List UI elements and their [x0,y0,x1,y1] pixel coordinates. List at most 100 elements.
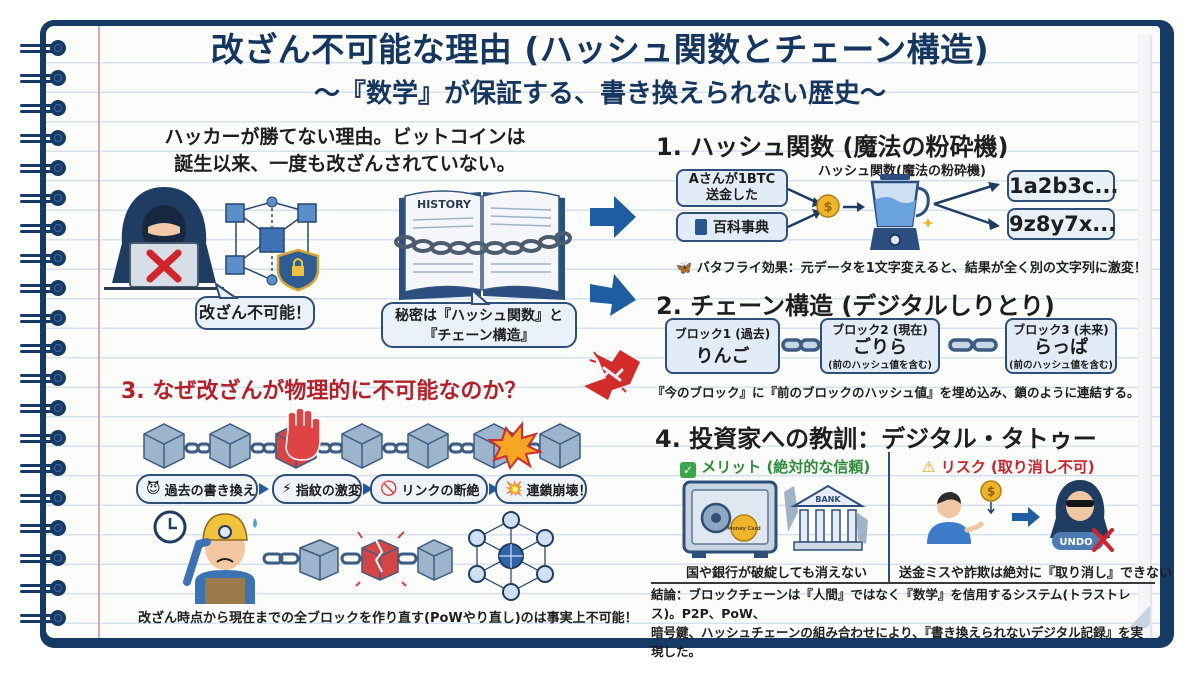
book-bubble-line1: 秘密は『ハッシュ関数』と [395,308,563,324]
block-cube [209,423,251,469]
block-note: (前のハッシュ値を含む) [828,360,932,371]
arrow-right-icon [1012,507,1040,527]
block-label: ブロック3 (未来) [1013,323,1109,337]
page-stack-edge [1138,34,1152,638]
risk-heading: ⚠ リスク (取り消し不可) [922,456,1095,477]
x-mark-icon [1092,528,1114,552]
x-mark-icon [146,249,182,283]
butterfly-effect-note: 🦋 バタフライ効果：元データを1文字変えると、結果が全く別の文字列に激変！ [676,257,1147,276]
conclusion-line1: 結論：ブロックチェーンは『人間』ではなく『数学』を信用するシステム(トラストレス… [651,587,1131,621]
spiral-ring [20,580,66,596]
hash-input-transaction: Aさんが1BTC 送金した [676,169,788,207]
book-icon [695,219,707,235]
chain-link-icon [250,442,278,454]
tamper-step-label: 過去の書き換え [164,483,256,499]
arrow-right-icon [489,483,499,495]
spiral-ring [20,70,66,86]
bank-icon: BANK [784,484,868,551]
explosion-icon: 💥 [505,481,523,497]
block-word: らっぱ [1034,337,1088,358]
spiral-ring [20,610,66,626]
conclusion-line2: 暗号鍵、ハッシュチェーンの組み合わせにより、『書き換えられないデジタル記録』を実… [651,625,1144,659]
spiral-ring [20,430,66,446]
miner-network-illustration [468,511,554,601]
arrow-right-icon [590,196,636,238]
book-speech-bubble: 秘密は『ハッシュ関数』と 『チェーン構造』 [381,302,577,348]
spiral-ring [20,370,66,386]
spiral-ring [20,280,66,296]
undo-button-graphic [1052,532,1104,550]
page-title: 改ざん不可能な理由 (ハッシュ関数とチェーン構造) [210,30,990,69]
merit-caption: 国や銀行が破綻しても消えない [686,566,867,581]
risk-caption: 送金ミスや詐欺は絶対に『取り消し』できない [899,566,1173,581]
section4-heading: 4. 投資家への教訓：デジタル・タトゥー [655,425,1097,453]
arrow-right-icon [259,483,269,495]
spiral-ring [20,40,66,56]
spiral-ring [20,250,66,266]
tamper-step-pill: ⚡指紋の激変 [272,474,362,504]
chain-link-icon [184,442,212,454]
hacker-bubble-text: 改ざん不可能！ [198,303,311,322]
chain-link-icon [316,442,344,454]
dollar-coin-icon: $ [980,480,1002,515]
spiral-ring [20,400,66,416]
notebook-page [46,26,1160,638]
section1-heading: 1. ハッシュ関数 (魔法の粉砕機) [656,133,1009,161]
arrow-right-icon [590,274,636,316]
lightning-icon: ⚡ [282,481,292,497]
block-word: りんご [695,345,750,367]
hacker-speech-bubble: 改ざん不可能！ [195,296,315,330]
section3-heading: 3. なぜ改ざんが物理的に不可能なのか？ [121,379,527,404]
network-cubes-icon [225,196,320,292]
tamper-step-pill: 💥連鎖崩壊！ [495,474,591,504]
hash-input-line1: Aさんが1BTC [688,172,776,187]
spiral-ring [20,460,66,476]
tamper-step-label: リンクの断絶 [401,483,480,499]
svg-text:$: $ [987,485,995,499]
warning-icon: ⚠ [922,458,936,476]
notebook-cover [40,20,1174,648]
margin-line [98,26,100,638]
block-label: ブロック1 (過去) [674,326,771,341]
tamper-step-pill: 🚫リンクの断絶 [370,474,488,504]
butterfly-note-text: バタフライ効果：元データを1文字変えると、結果が全く別の文字列に激変！ [696,261,1147,276]
hash-input-encyclopedia: 百科事典 [676,212,788,242]
chain-block-2: ブロック2 (現在) ごりら (前のハッシュ値を含む) [820,318,940,374]
tamper-step-label: 指紋の激変 [295,483,361,499]
spiral-ring [20,520,66,536]
conclusion: 結論：ブロックチェーンは『人間』ではなく『数学』を信用するシステム(トラストレス… [651,585,1151,661]
block-label: ブロック2 (現在) [832,323,928,337]
block-cube [143,423,185,469]
tamper-step-label: 連鎖崩壊！ [526,483,592,499]
stop-hand-icon [285,407,321,461]
sender-person-icon [927,492,984,544]
block-cube [407,423,449,469]
book-label: HISTORY [417,198,472,211]
stressed-miner-illustration [183,513,257,604]
intro-lead-line1: ハッカーが勝てない理由。ビットコインは [164,126,526,148]
block-cube [341,423,383,469]
arrow-right-icon [843,202,865,212]
block-word: ごりら [853,337,907,358]
book-bubble-tail [471,287,491,305]
devil-icon: 😈 [146,481,161,497]
section2-heading: 2. チェーン構造 (デジタルしりとり) [656,292,1055,320]
tamper-step-pill: 😈過去の書き換え [136,474,258,504]
svg-text:Money Card: Money Card [727,526,761,532]
svg-text:BANK: BANK [815,495,841,504]
hash-output-1: 1a2b3c... [1007,170,1118,202]
block-cube [539,423,581,469]
hash-input-line2: 送金した [705,188,758,203]
intro-lead-line2: 誕生以来、一度も改ざんされていない。 [174,153,516,175]
hacker-bubble-tail [214,281,240,299]
chain-link-icon [382,442,410,454]
spiral-ring [20,490,66,506]
broken-link-arrow-icon [584,350,640,400]
spiral-ring [20,340,66,356]
hash-output-2: 9z8y7x... [1007,208,1116,240]
check-icon: ✓ [680,462,696,478]
safe-icon: Money Card [682,480,778,558]
book-bubble-line2: 『チェーン構造』 [423,328,535,344]
page-subtitle: 〜『数学』が保証する、書き換えられない歴史〜 [313,79,886,109]
chain-caption: 『今のブロック』に『前のブロックのハッシュ値』を埋め込み、鎖のように連結する。 [652,385,1140,400]
